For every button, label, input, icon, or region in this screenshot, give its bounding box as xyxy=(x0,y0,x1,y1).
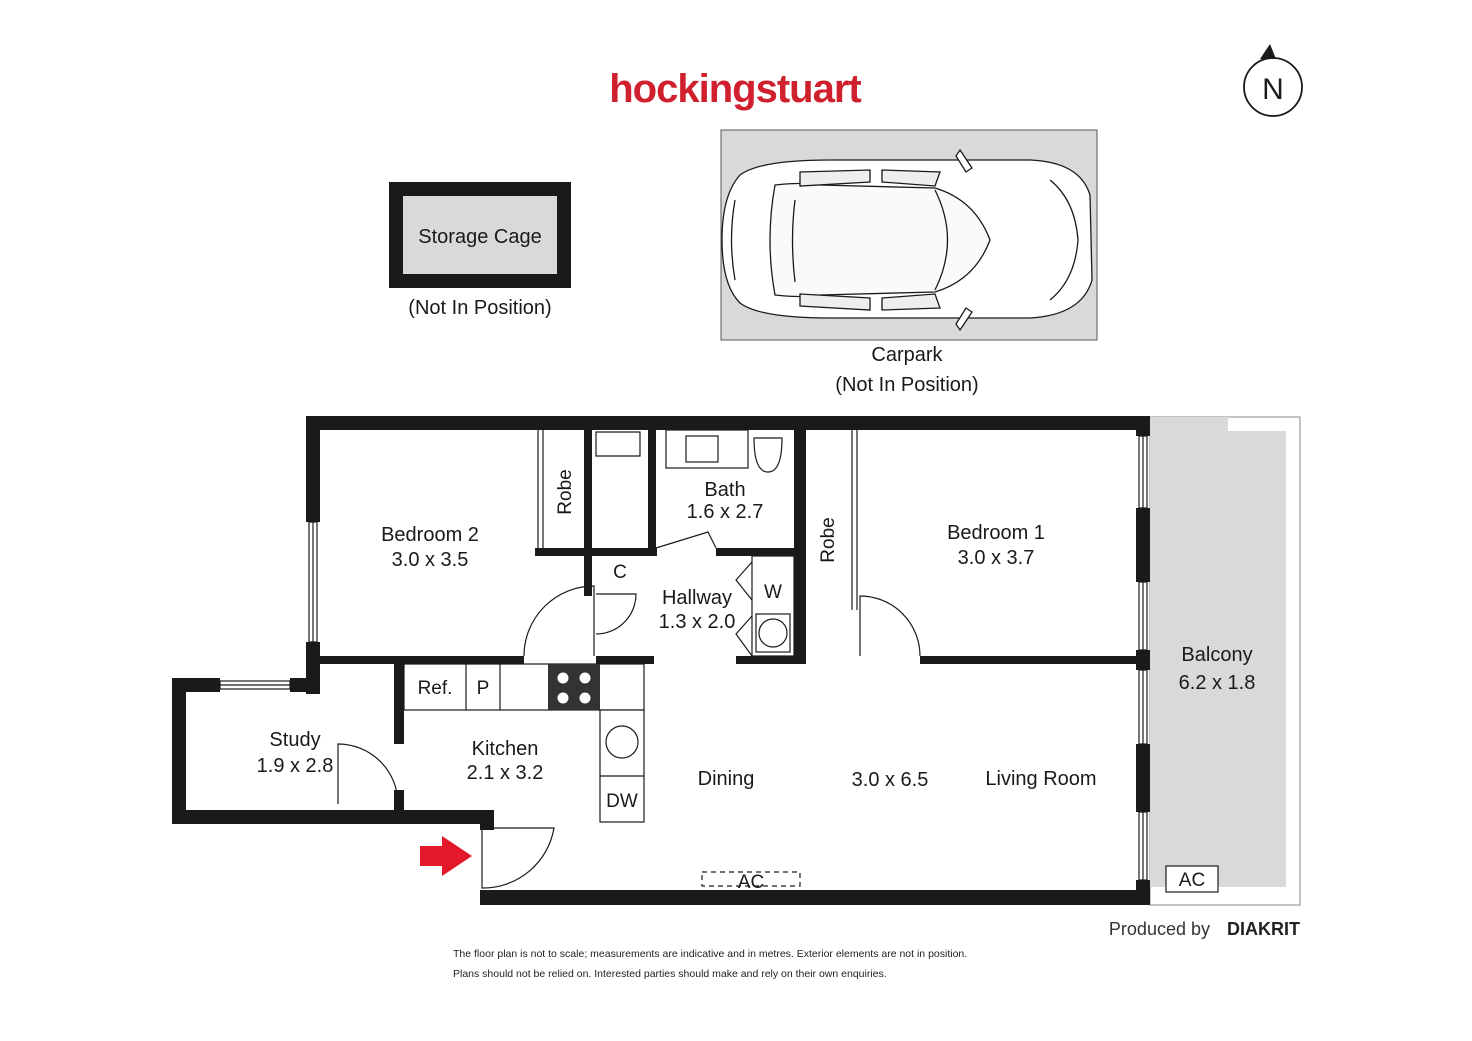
balcony-name: Balcony xyxy=(1181,644,1252,666)
hallway-name: Hallway xyxy=(662,587,732,609)
bedroom1-size: 3.0 x 3.7 xyxy=(958,547,1035,569)
ac-living-label: AC xyxy=(738,872,764,893)
carpark xyxy=(720,129,1098,341)
hallway-size: 1.3 x 2.0 xyxy=(659,611,736,633)
doors xyxy=(337,531,921,889)
floor xyxy=(186,430,1136,890)
storage-cage-label: Storage Cage xyxy=(418,226,541,248)
pantry-label: P xyxy=(477,678,490,699)
produced-by-prefix: Produced by xyxy=(1109,919,1210,939)
study-size: 1.9 x 2.8 xyxy=(257,755,334,777)
carpark-label: Carpark xyxy=(871,344,943,366)
brand-logo: hockingstuart xyxy=(609,67,861,111)
bedroom1-name: Bedroom 1 xyxy=(947,522,1045,544)
fixtures xyxy=(403,429,858,887)
bedroom2-name: Bedroom 2 xyxy=(381,524,479,546)
disclaimer-line1: The floor plan is not to scale; measurem… xyxy=(453,948,967,960)
bath-size: 1.6 x 2.7 xyxy=(687,501,764,523)
dining-name: Dining xyxy=(698,768,755,790)
ac-balcony-label: AC xyxy=(1179,870,1205,891)
balcony-size: 6.2 x 1.8 xyxy=(1179,672,1256,694)
living-name: Living Room xyxy=(985,768,1096,790)
produced-by-company: DIAKRIT xyxy=(1227,919,1300,939)
entry-arrow-icon xyxy=(420,836,472,876)
disclaimer-line2: Plans should not be relied on. Intereste… xyxy=(453,968,887,980)
interior-walls xyxy=(320,430,1136,812)
cupboard-label: C xyxy=(613,562,627,583)
storage-cage-note: (Not In Position) xyxy=(408,297,551,319)
bedroom2-size: 3.0 x 3.5 xyxy=(392,549,469,571)
outer-walls xyxy=(172,416,1150,905)
kitchen-name: Kitchen xyxy=(472,738,539,760)
living-size: 3.0 x 6.5 xyxy=(852,769,929,791)
carpark-note: (Not In Position) xyxy=(835,374,978,396)
study-name: Study xyxy=(269,729,320,751)
ref-label: Ref. xyxy=(418,678,453,699)
bath-name: Bath xyxy=(704,479,745,501)
balcony xyxy=(1149,416,1301,906)
robe-bedroom1-label: Robe xyxy=(818,517,839,562)
dishwasher-label: DW xyxy=(606,791,638,812)
laundry-label: W xyxy=(764,582,782,603)
kitchen-size: 2.1 x 3.2 xyxy=(467,762,544,784)
robe-bedroom2-label: Robe xyxy=(555,469,576,514)
windows xyxy=(219,435,1148,881)
north-compass-icon: N xyxy=(1243,44,1303,117)
storage-cage: Storage Cage xyxy=(389,182,571,288)
compass-label: N xyxy=(1262,73,1284,106)
car-icon xyxy=(721,148,1093,332)
